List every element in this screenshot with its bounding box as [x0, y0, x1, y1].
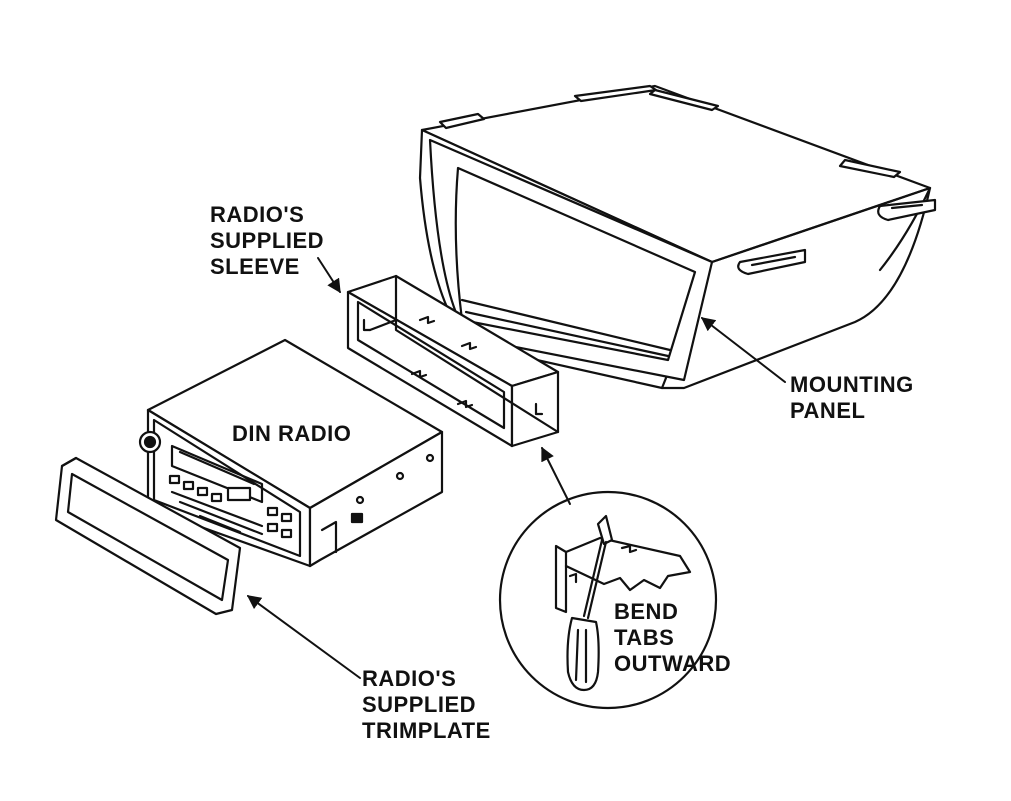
- bend-tabs-label-line-3: OUTWARD: [614, 651, 732, 676]
- mounting-panel-label: MOUNTING PANEL: [790, 372, 914, 424]
- din-radio-label: DIN RADIO: [232, 421, 351, 447]
- bend-tabs-detail: [498, 490, 718, 710]
- callout-arrows: [246, 257, 786, 679]
- trimplate: [54, 456, 242, 616]
- sleeve-arrow: [317, 257, 341, 294]
- trimplate-label-line-3: TRIMPLATE: [362, 718, 491, 743]
- trimplate-label-line-1: RADIO'S: [362, 666, 457, 691]
- din-radio: [138, 338, 444, 568]
- sleeve-label-line-2: SUPPLIED: [210, 228, 325, 253]
- detail-arrow: [541, 446, 571, 505]
- sleeve-label-line-3: SLEEVE: [210, 254, 300, 279]
- radio-sleeve: [346, 274, 560, 448]
- mounting-panel-label-line-1: MOUNTING: [790, 372, 914, 397]
- mounting-panel: [418, 84, 937, 390]
- bend-tabs-label-line-1: BEND: [614, 599, 679, 624]
- mounting-panel-label-line-2: PANEL: [790, 398, 866, 423]
- trimplate-label-line-2: SUPPLIED: [362, 692, 477, 717]
- bend-tabs-label-line-2: TABS: [614, 625, 675, 650]
- din-radio-label-line-1: DIN RADIO: [232, 421, 352, 446]
- trimplate-label: RADIO'S SUPPLIED TRIMPLATE: [362, 666, 491, 744]
- mounting-panel-arrow: [700, 317, 786, 383]
- bend-tabs-label: BEND TABS OUTWARD: [614, 599, 731, 677]
- trimplate-arrow: [246, 595, 361, 679]
- sleeve-label-line-1: RADIO'S: [210, 202, 305, 227]
- sleeve-label: RADIO'S SUPPLIED SLEEVE: [210, 202, 324, 280]
